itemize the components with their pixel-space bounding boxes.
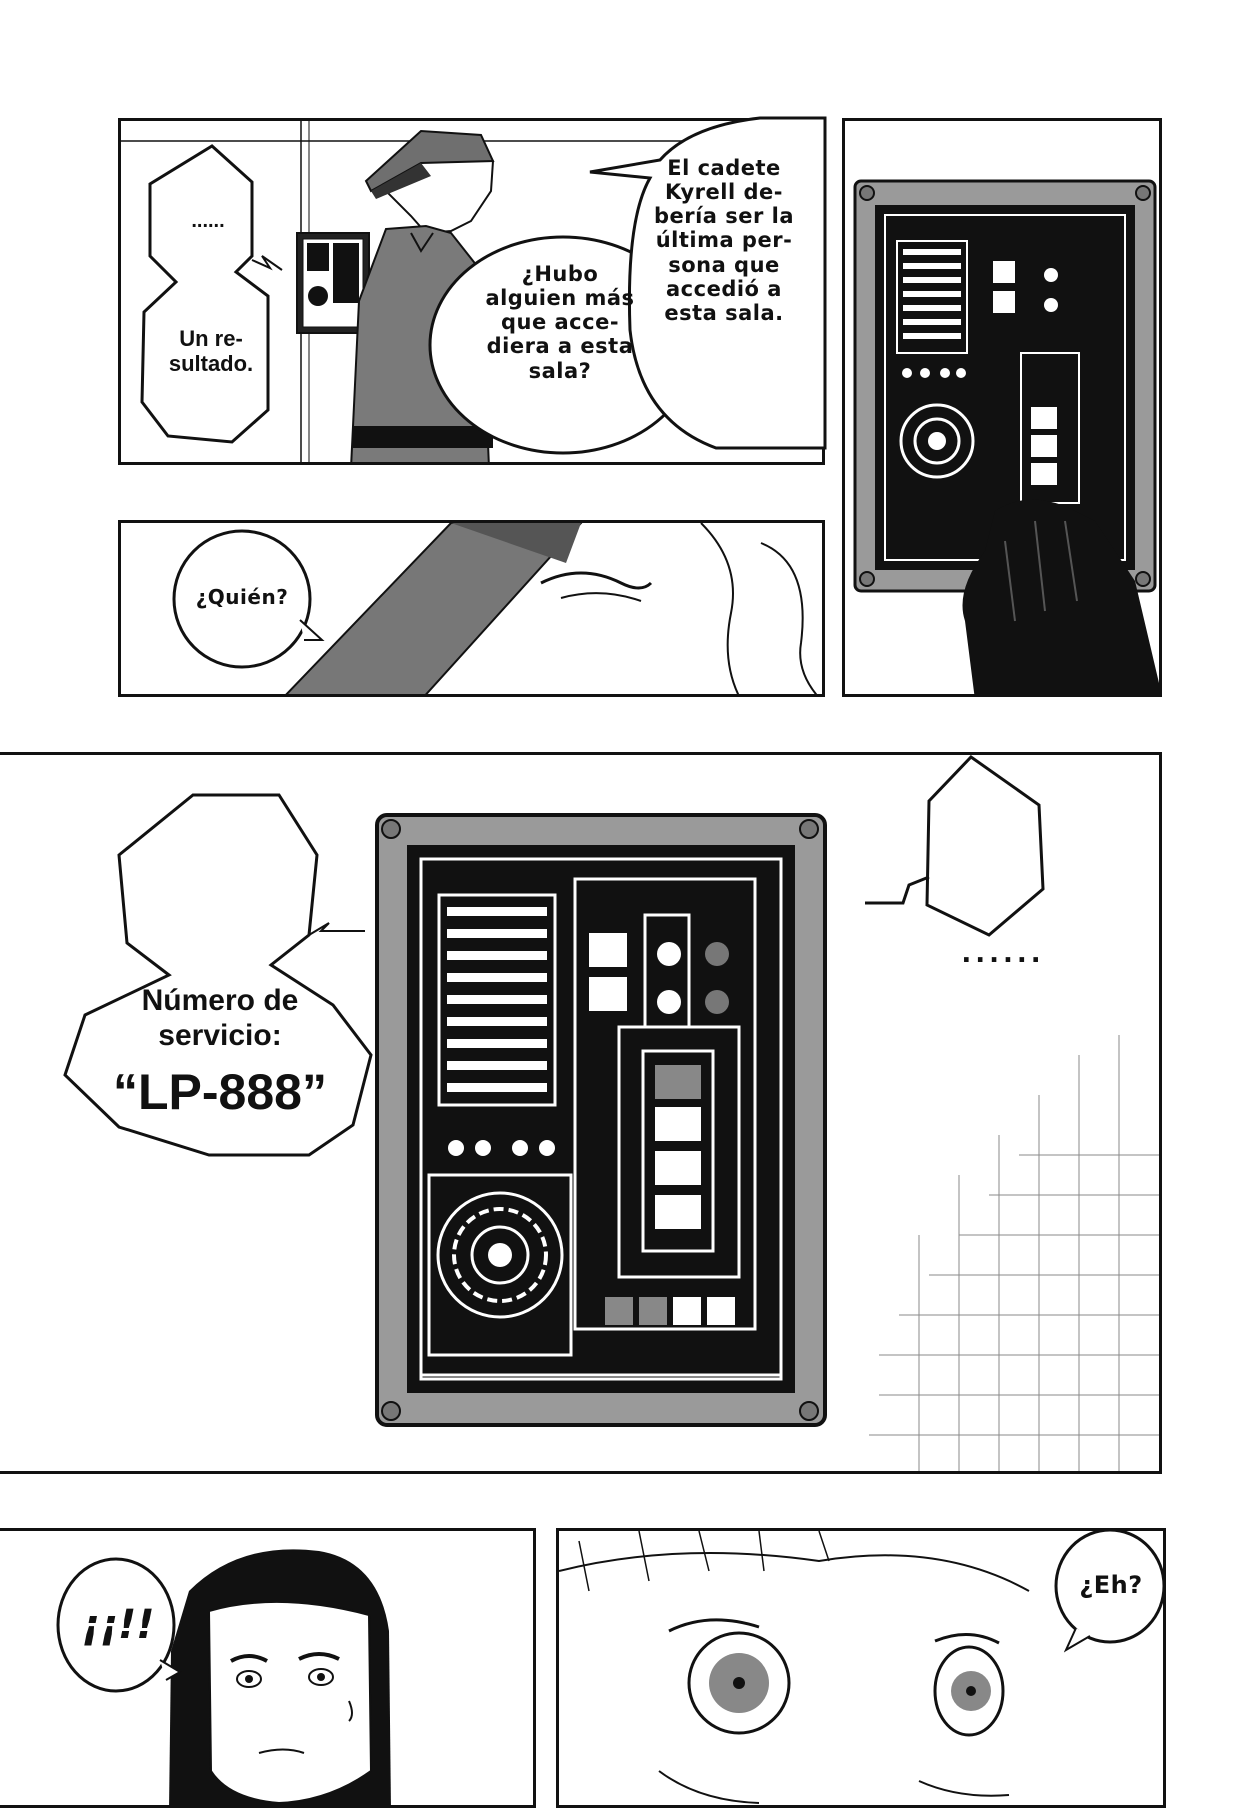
panel-wide-eyes-art — [559, 1531, 1030, 1804]
panel-closeup-art — [285, 523, 818, 694]
bubble-who-text: ¿Quién? — [195, 585, 289, 609]
bubble-dots-text: ...... — [191, 210, 225, 232]
bubble-eh-text: ¿Eh? — [1079, 1571, 1143, 1599]
bubble-dots-right-text: ...... — [961, 939, 1045, 969]
panel-shocked-art — [169, 1549, 391, 1805]
screentone-hatching — [869, 1035, 1159, 1471]
wall-access-panel-small — [296, 232, 370, 334]
bubble-shock-text: ¡¡!! — [81, 1602, 155, 1648]
panel-gloved-hand-art — [853, 179, 1159, 694]
bubble-service-number-text: “LP-888” — [113, 1064, 327, 1120]
panel-wide-eyes — [556, 1528, 1166, 1808]
panel-service-art — [63, 755, 1159, 1471]
bubble-shape-service — [63, 793, 373, 1157]
bubble-question-text: ¿Hubo alguien más que acce- diera a esta… — [485, 262, 635, 383]
bubble-cadet-text: El cadete Kyrell de- bería ser la última… — [653, 156, 795, 325]
bubble-shape-dots-right — [925, 755, 1045, 937]
panel-shocked-character — [0, 1528, 536, 1808]
access-control-panel-large — [375, 813, 827, 1427]
bubble-service-label-text: Número de servicio: — [141, 984, 299, 1052]
panel-gloved-hand — [842, 118, 1162, 697]
gloved-hand — [962, 499, 1159, 694]
panel-service-number — [0, 752, 1162, 1474]
bubble-result-text: Un re- sultado. — [168, 326, 254, 377]
